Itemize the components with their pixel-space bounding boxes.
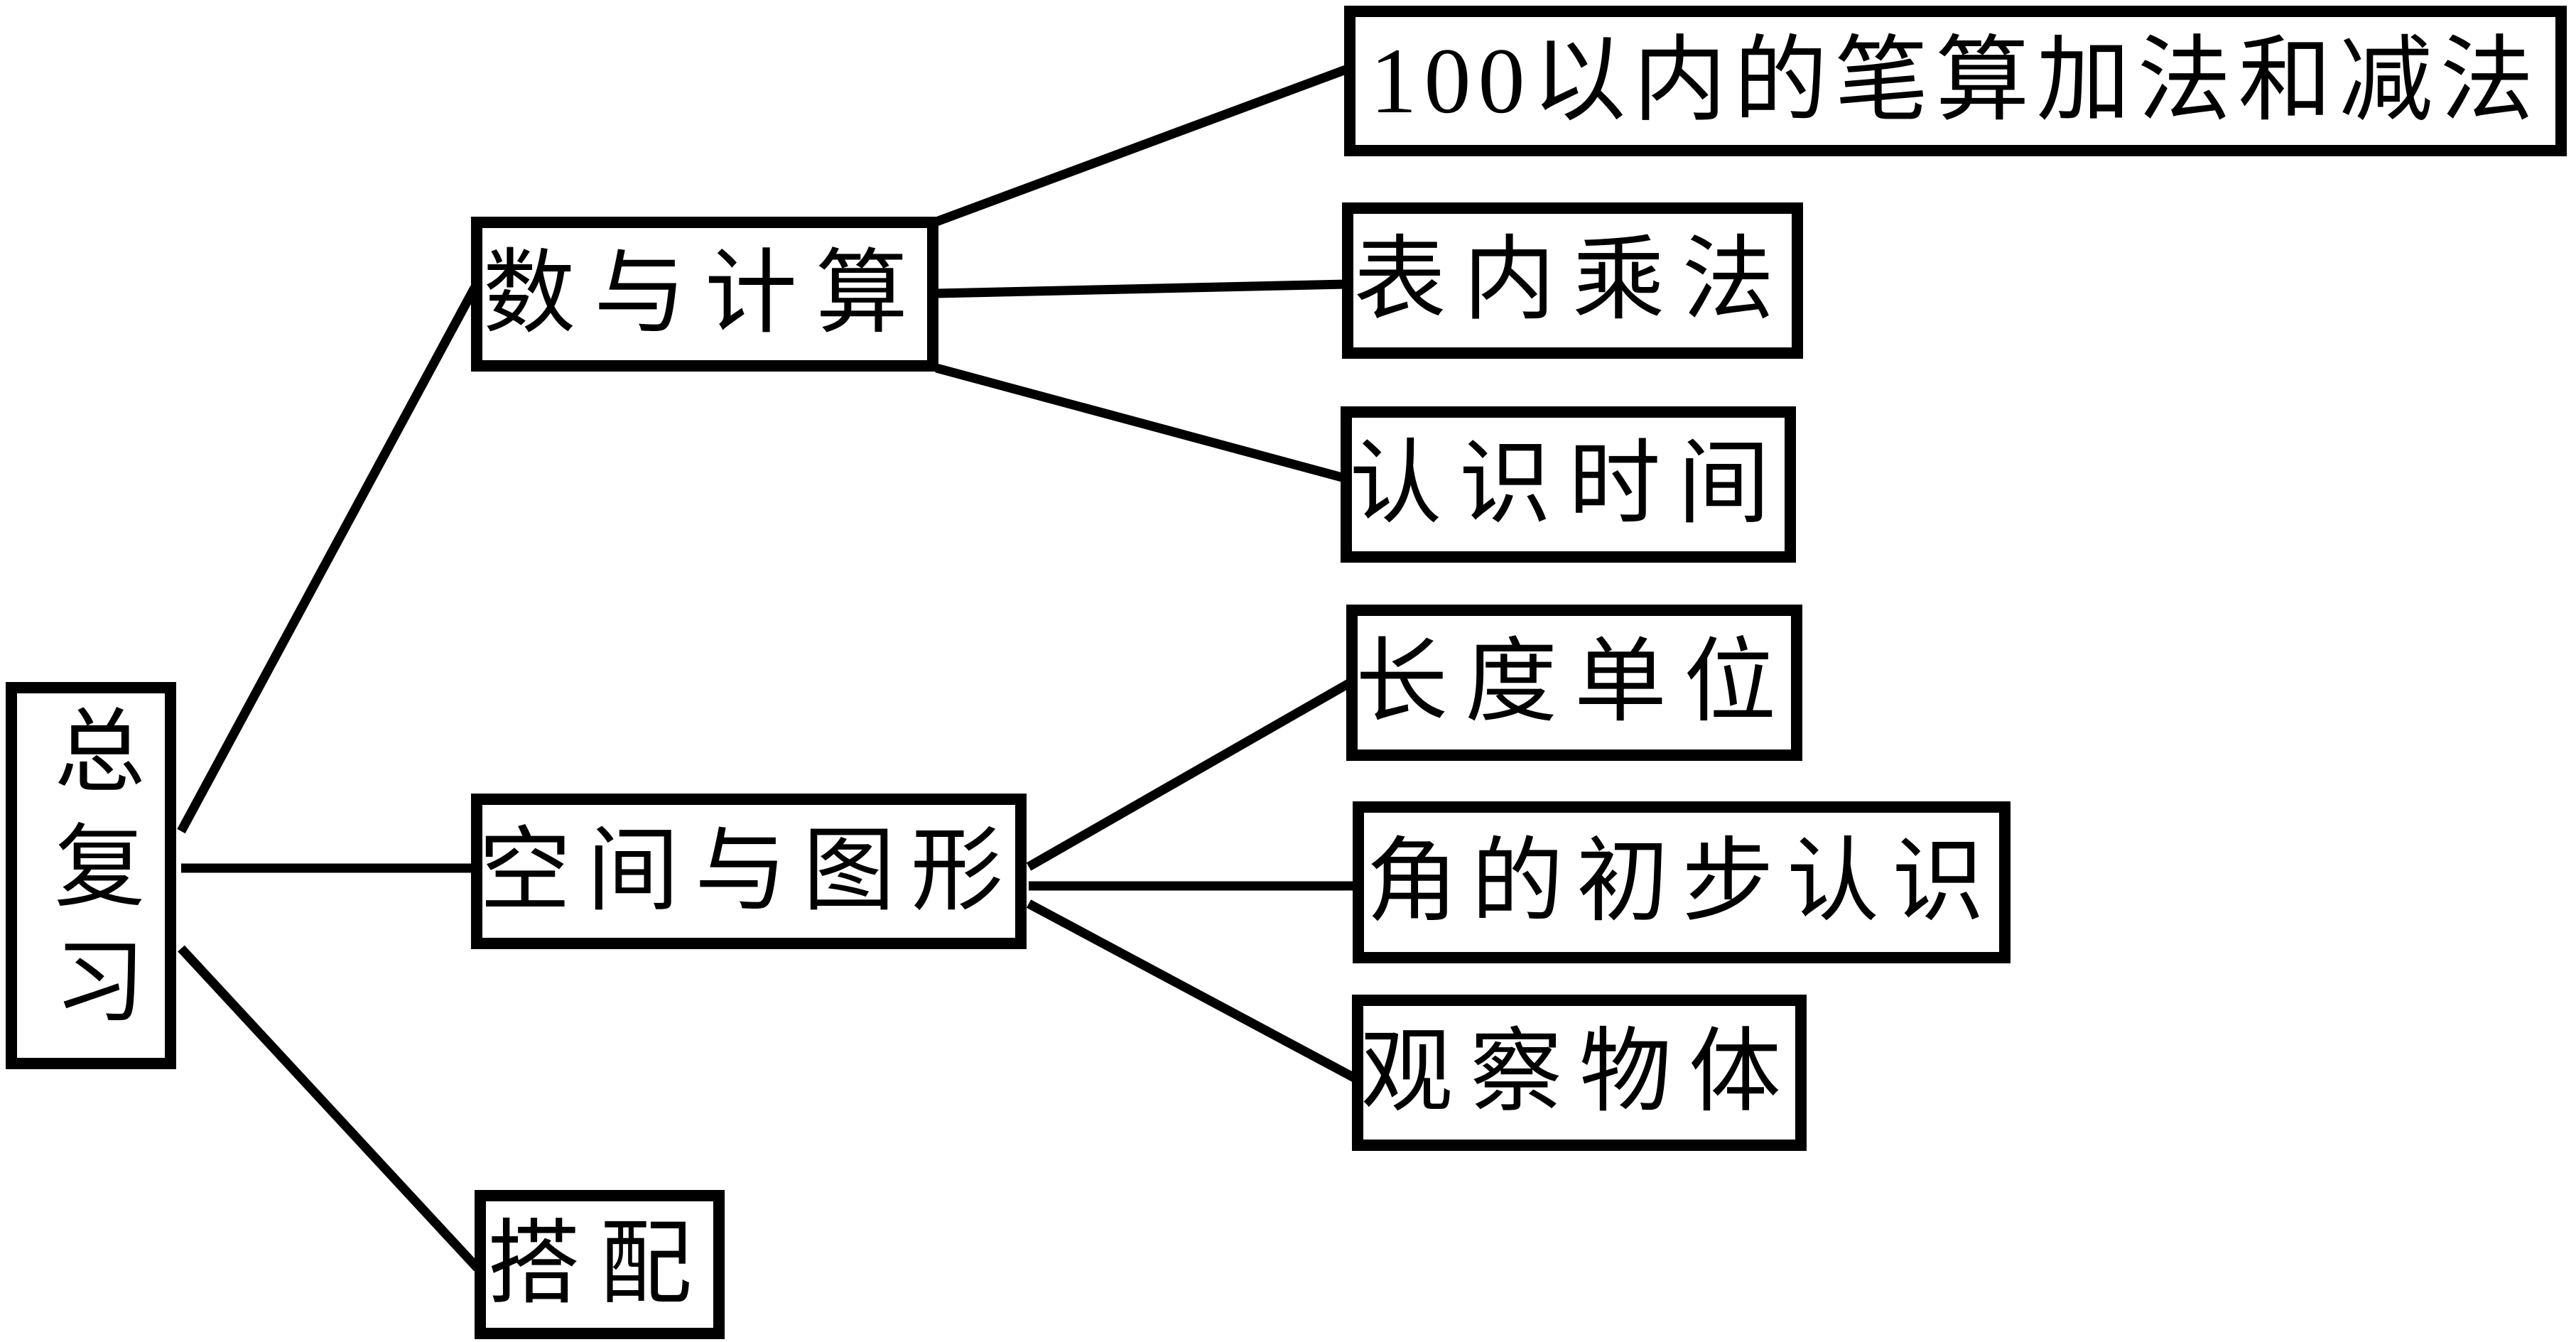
- node-space-and-shapes-label: 空间与图形: [479, 820, 1019, 923]
- node-multiplication-table: 表内乘法: [1342, 202, 1803, 359]
- connector-space-shapes-to-observing: [1026, 899, 1358, 1083]
- node-observing-objects: 观察物体: [1352, 995, 1807, 1151]
- node-intro-to-angles-label: 角的初步认识: [1365, 831, 1997, 934]
- node-length-units: 长度单位: [1346, 605, 1802, 761]
- node-telling-time: 认识时间: [1341, 406, 1796, 563]
- connector-root-to-number-calculation: [177, 285, 479, 834]
- connector-number-calc-to-add-sub-100: [934, 64, 1350, 227]
- connector-number-calc-to-telling-time: [935, 363, 1346, 483]
- node-number-and-calculation: 数与计算: [471, 217, 938, 372]
- node-observing-objects-label: 观察物体: [1360, 1022, 1799, 1124]
- node-number-and-calculation-label: 数与计算: [482, 243, 926, 345]
- node-intro-to-angles: 角的初步认识: [1353, 801, 2011, 963]
- node-overall-review: 总复习: [6, 682, 176, 1069]
- node-combinations: 搭配: [475, 1190, 725, 1339]
- node-written-add-sub-within-100: 100以内的笔算加法和减法: [1344, 6, 2567, 156]
- node-overall-review-label: 总复习: [40, 703, 141, 1049]
- connector-space-shapes-to-length-units: [1026, 678, 1354, 871]
- node-combinations-label: 搭配: [487, 1213, 712, 1316]
- node-telling-time-label: 认识时间: [1349, 433, 1787, 536]
- node-written-add-sub-within-100-label: 100以内的笔算加法和减法: [1370, 28, 2541, 133]
- node-space-and-shapes: 空间与图形: [471, 794, 1027, 949]
- node-length-units-label: 长度单位: [1355, 632, 1794, 734]
- node-multiplication-table-label: 表内乘法: [1353, 229, 1792, 332]
- connector-number-calc-to-mult-table: [936, 279, 1347, 298]
- connector-root-to-combinations: [178, 945, 481, 1272]
